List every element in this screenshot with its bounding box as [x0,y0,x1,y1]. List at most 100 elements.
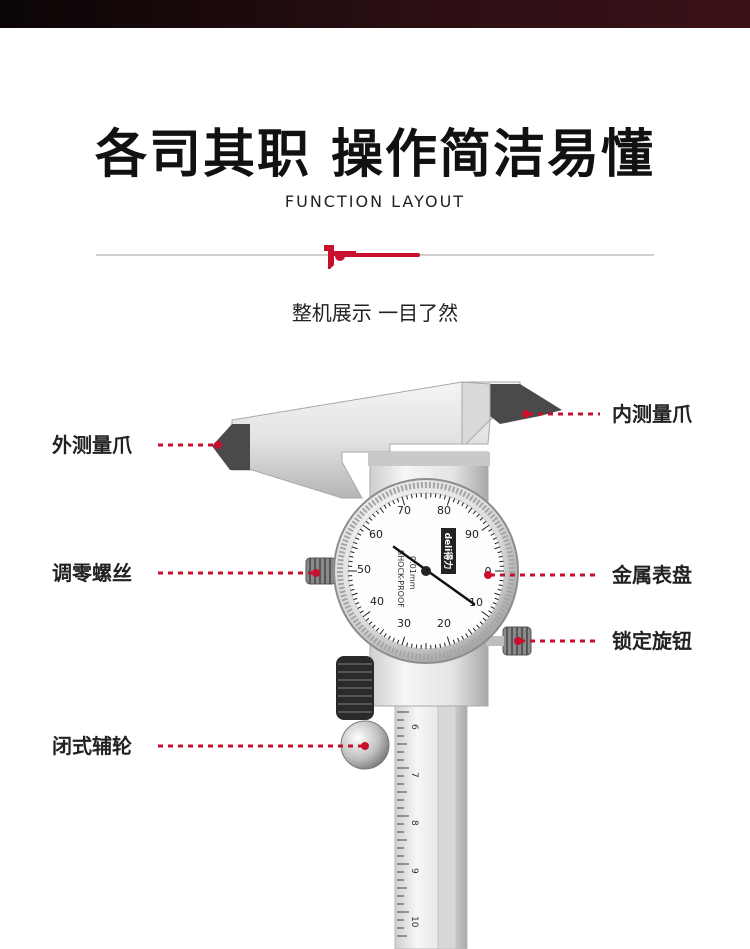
page-subtitle: FUNCTION LAYOUT [284,192,466,211]
dial-tick [348,560,353,563]
dial-tick [490,532,495,536]
dial-tick-label: 60 [369,528,383,541]
dial-tick [362,611,371,618]
dial-tick [365,520,370,525]
dial-tick [476,513,480,518]
label-lock-knob: 锁定旋钮 [612,629,692,653]
dial-tick-label: 90 [465,528,479,541]
dial-tick [494,592,501,596]
dial-unit: 0.01mm [408,556,417,590]
dial-tick [497,588,502,591]
tagline: 整机展示 一目了然 [291,301,459,325]
dial-tick [465,504,469,509]
dial-tick [372,624,376,629]
dial-tick [479,517,484,521]
outer-jaw-tip [212,424,250,470]
dial-tick [494,546,501,550]
dial-tick [383,633,387,638]
dial-tick [362,524,371,531]
callout-dot [484,571,492,579]
dial-tick [482,617,487,622]
dial-brand: deli得力 [442,533,454,570]
dial-tick [492,537,497,540]
dial-tick [375,510,380,515]
dial-tick-label: 20 [437,617,451,630]
label-metal-dial: 金属表盘 [612,563,692,587]
dial-tick [396,639,400,644]
ruler-number: 10 [409,916,419,928]
dial-tick [457,637,460,642]
dial-tick [461,635,465,640]
dial-tick [368,621,373,625]
dial-tick [383,504,387,509]
dial-tick [353,597,358,601]
dial-tick [494,597,499,601]
dial-tick [353,541,358,545]
label-outer-jaw: 外测量爪 [52,433,132,457]
dial-tick [467,507,473,514]
dial-tick [355,537,360,540]
dial-tick [443,495,446,500]
top-banner-bar [0,0,750,28]
dial-rim-knurl [337,482,515,660]
dial-tick [481,524,490,531]
dial-tick [372,513,376,518]
dial-tick [357,606,362,610]
dial-tick [439,643,442,648]
dial-tick [392,500,395,505]
ruler-number: 8 [409,820,419,826]
dial-tick [348,579,353,582]
dial-tick [415,493,418,498]
label-inner-jaw: 内测量爪 [612,402,692,426]
caliper-mini-icon [324,245,356,269]
dial-tick-label: 70 [397,504,411,517]
dial-tick [498,584,503,587]
dial-tick [499,560,504,563]
callout-dot [514,637,522,645]
label-zero-screw: 调零螺丝 [52,561,132,585]
callout-dot [361,742,369,750]
dial-tick [452,639,456,644]
dial-tick [497,551,502,554]
dial-tick [359,610,364,614]
dial-tick [446,496,451,506]
ruler-number: 6 [409,724,419,730]
dial-tick [472,510,477,515]
dial-tick [481,611,490,618]
dial-tick [434,644,437,649]
dial-tick [401,636,406,646]
dial-tick [379,507,385,514]
dial-tick [452,498,456,503]
dial-tick [396,498,400,503]
dial-hub [421,566,431,576]
dial-tick [499,579,504,582]
ruler-ticks [397,711,409,937]
dial-tick [488,528,493,532]
dial-tick [439,494,442,499]
callout-dot [522,410,530,418]
dial-tick [482,520,487,525]
dial-tick [465,633,469,638]
dial-ticks [348,493,504,649]
label-thumb-wheel: 闭式辅轮 [52,734,132,758]
dial-tick [479,621,484,625]
dial-tick [446,636,451,646]
dial-tick [350,588,355,591]
dial-tick [494,541,499,545]
dial-tick-label: 80 [437,504,451,517]
dial-tick [476,624,480,629]
dial-tick [406,642,409,647]
dial-tick [410,494,413,499]
dial-tick [349,555,354,558]
dial-tick [472,627,477,632]
inner-jaw-edge [461,381,491,445]
dial-tick-label: 10 [469,596,483,609]
page-title: 各司其职 操作简洁易懂 [94,125,656,185]
dial-tick [443,642,446,647]
dial-tick [457,500,460,505]
dial-tick [498,555,503,558]
slider-top-plate [368,452,490,466]
dial-tick [357,532,362,536]
beam-groove [437,699,457,949]
